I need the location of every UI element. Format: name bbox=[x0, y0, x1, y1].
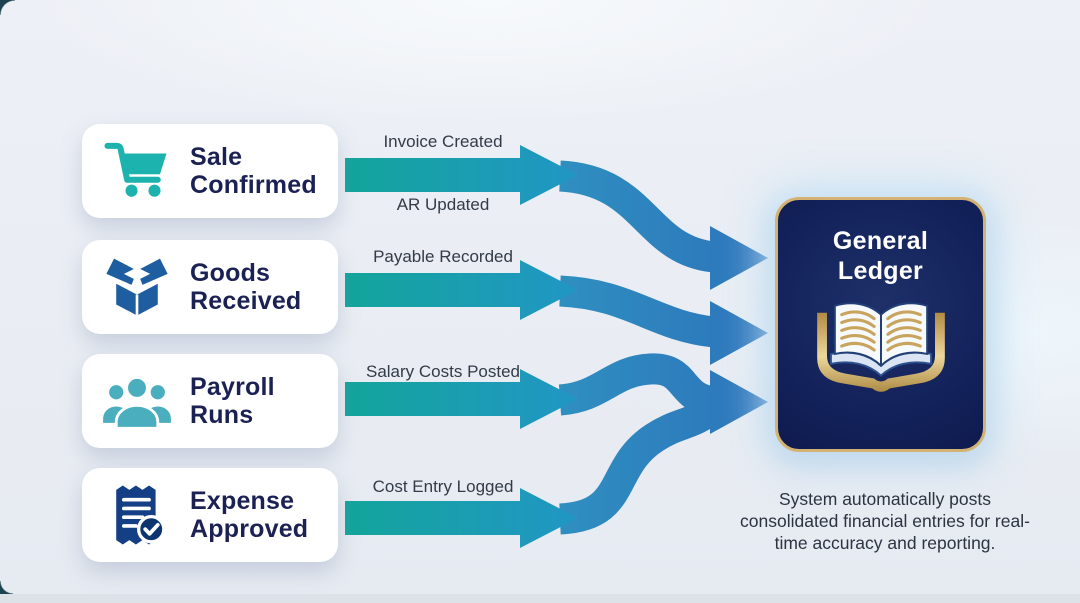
arrow-sale-confirmed bbox=[345, 145, 578, 205]
caption-text: System automatically posts consolidated … bbox=[740, 489, 1030, 553]
people-group-icon bbox=[100, 364, 174, 438]
edge-label-invoice-created: Invoice Created bbox=[383, 132, 503, 151]
arrow-payroll-runs bbox=[345, 369, 578, 429]
arrow-expense-approved bbox=[345, 488, 578, 548]
source-card-goods-received: Goods Received bbox=[82, 240, 338, 334]
source-card-payroll-runs: Payroll Runs bbox=[82, 354, 338, 448]
merge-curve-payroll bbox=[558, 353, 717, 418]
bottom-strip bbox=[0, 594, 1080, 603]
source-card-expense-approved: Expense Approved bbox=[82, 468, 338, 562]
merge-curve-sale bbox=[558, 160, 717, 273]
merge-arrowhead-middle bbox=[710, 301, 768, 365]
edge-label-ar-updated: AR Updated bbox=[396, 195, 490, 214]
edge-label-cost-entry-logged: Cost Entry Logged bbox=[372, 477, 514, 496]
merge-curve-goods bbox=[559, 275, 716, 348]
source-card-label: Sale Confirmed bbox=[190, 143, 317, 199]
general-ledger-card: General Ledger bbox=[775, 197, 986, 452]
book-text-lines bbox=[839, 310, 922, 352]
edge-label-payable-recorded: Payable Recorded bbox=[373, 247, 513, 266]
source-card-label: Expense Approved bbox=[190, 487, 309, 543]
merge-curves bbox=[558, 160, 722, 535]
edge-label-salary-costs-posted: Salary Costs Posted bbox=[365, 362, 520, 381]
source-card-label: Payroll Runs bbox=[190, 373, 275, 429]
arrow-goods-received bbox=[345, 260, 578, 320]
source-card-sale-confirmed: Sale Confirmed bbox=[82, 124, 338, 218]
merge-arrowhead-bottom bbox=[710, 370, 768, 434]
open-book-icon bbox=[816, 302, 945, 392]
ledger-title: General Ledger bbox=[832, 227, 929, 285]
receipt-check-icon bbox=[100, 478, 174, 552]
source-card-label: Goods Received bbox=[190, 259, 302, 315]
corner-notch-top-left bbox=[0, 0, 15, 15]
merge-arrowheads bbox=[710, 226, 768, 434]
shopping-cart-icon bbox=[100, 134, 174, 208]
merge-arrowhead-top bbox=[710, 226, 768, 290]
merge-curve-expense bbox=[558, 396, 722, 535]
open-box-icon bbox=[100, 250, 174, 324]
straight-arrows bbox=[345, 145, 578, 548]
corner-notch-bottom-left bbox=[0, 581, 13, 594]
